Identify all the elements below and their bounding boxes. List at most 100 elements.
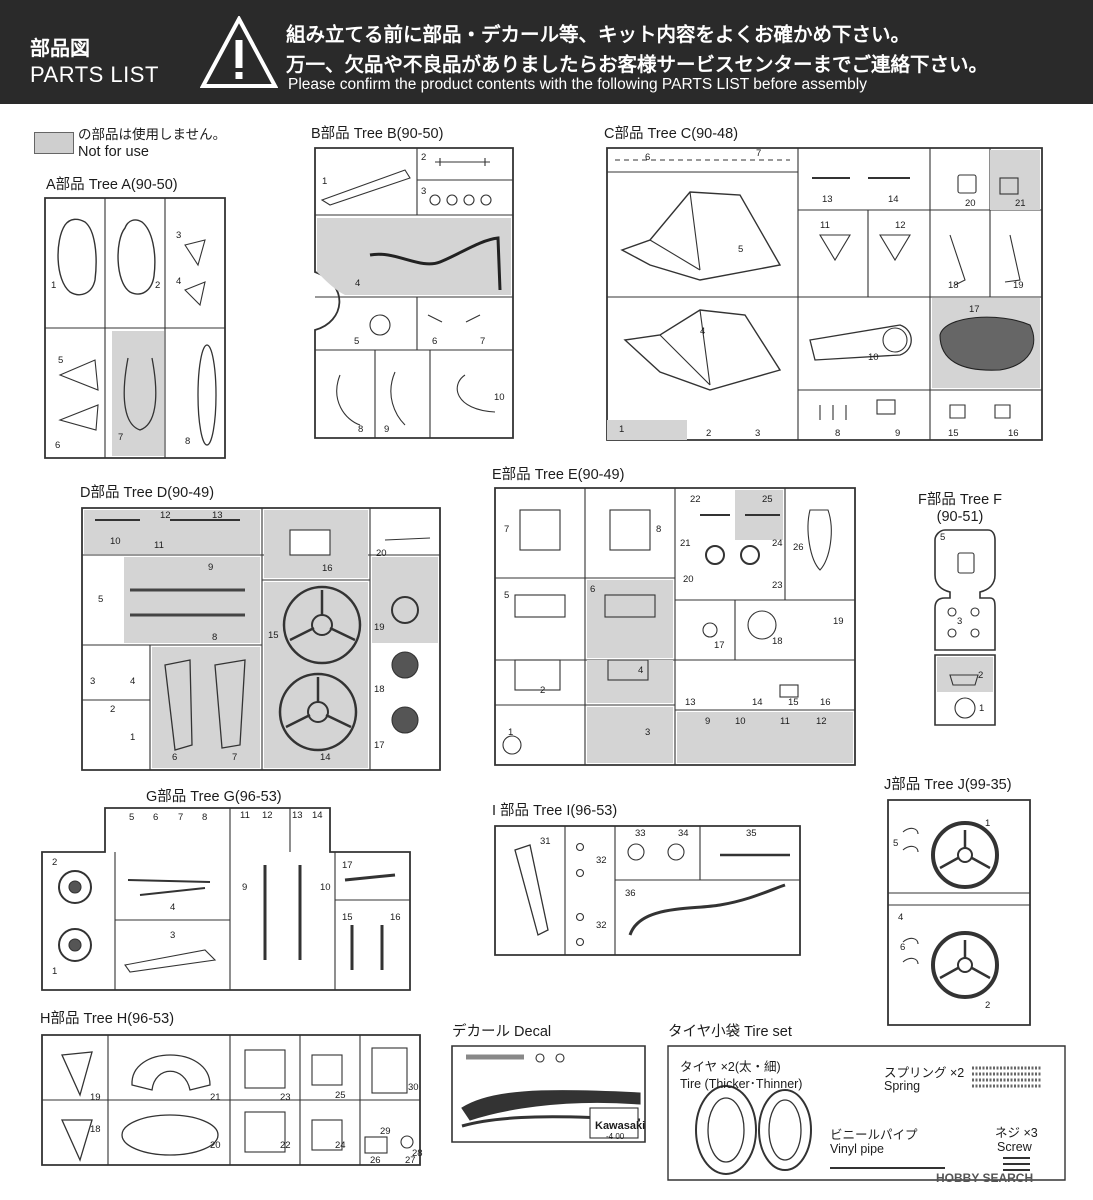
warning-triangle-icon xyxy=(200,16,278,88)
tree-d-title: D部品 Tree D(90-49) xyxy=(80,485,215,501)
part-number: 6 xyxy=(55,440,61,451)
legend-text-jp: の部品は使用しません。 xyxy=(78,127,227,143)
part-number: 5 xyxy=(893,838,899,849)
tree-f-frame xyxy=(934,529,996,726)
part-number: 16 xyxy=(1008,428,1019,439)
part-number: 35 xyxy=(746,828,757,839)
part-number: 10 xyxy=(494,392,505,403)
tire-label-jp: タイヤ ×2(太・細) xyxy=(680,1060,781,1074)
tree-i-frame xyxy=(494,825,801,956)
part-number: 4 xyxy=(176,276,182,287)
part-number: 4 xyxy=(170,902,176,913)
part-number: 5 xyxy=(738,244,744,255)
part-number: 3 xyxy=(957,616,963,627)
part-number: 21 xyxy=(680,538,691,549)
part-number: 4 xyxy=(130,676,136,687)
part-number: 2 xyxy=(421,152,427,163)
part-number: 15 xyxy=(268,630,279,641)
part-number: 14 xyxy=(312,810,323,821)
part-number: 20 xyxy=(683,574,694,585)
part-number: 31 xyxy=(540,836,551,847)
tire-label-en: Tire (Thicker･Thinner) xyxy=(680,1077,803,1091)
part-number: 9 xyxy=(895,428,901,439)
part-number: 5 xyxy=(504,590,510,601)
part-number: 8 xyxy=(358,424,364,435)
part-number: 4 xyxy=(355,278,361,289)
part-number: 17 xyxy=(714,640,725,651)
tree-g-title: G部品 Tree G(96-53) xyxy=(146,789,282,805)
tree-f-title: F部品 Tree F xyxy=(917,492,1003,508)
page-title-jp: 部品図 xyxy=(30,36,90,60)
part-number: 25 xyxy=(335,1090,346,1101)
part-number: 18 xyxy=(374,684,385,695)
part-number: 6 xyxy=(432,336,438,347)
tree-b-frame xyxy=(314,147,514,439)
part-number: 1 xyxy=(130,732,136,743)
part-number: 23 xyxy=(772,580,783,591)
part-number: 9 xyxy=(242,882,248,893)
part-number: 3 xyxy=(170,930,176,941)
part-number: 5 xyxy=(98,594,104,605)
tire-set-title: タイヤ小袋 Tire set xyxy=(668,1024,792,1040)
tire-set-bag xyxy=(667,1045,1066,1181)
tree-a-frame xyxy=(44,197,226,459)
part-number: 13 xyxy=(822,194,833,205)
tree-f-code: (90-51) xyxy=(936,509,984,525)
part-number: 34 xyxy=(678,828,689,839)
part-number: 7 xyxy=(480,336,486,347)
part-number: 10 xyxy=(868,352,879,363)
tree-j-title: J部品 Tree J(99-35) xyxy=(884,777,1012,793)
part-number: 36 xyxy=(625,888,636,899)
part-number: 24 xyxy=(335,1140,346,1151)
screw-label-en: Screw xyxy=(997,1140,1032,1154)
part-number: 20 xyxy=(376,548,387,559)
decal-brand: Kawasaki xyxy=(595,1120,646,1132)
part-number: 19 xyxy=(90,1092,101,1103)
part-number: 15 xyxy=(788,697,799,708)
part-number: 29 xyxy=(380,1126,391,1137)
part-number: 3 xyxy=(645,727,651,738)
part-number: 21 xyxy=(1015,198,1026,209)
screw-label-jp: ネジ ×3 xyxy=(995,1126,1038,1140)
part-number: 19 xyxy=(833,616,844,627)
part-number: 6 xyxy=(900,942,906,953)
part-number: 14 xyxy=(320,752,331,763)
part-number: 8 xyxy=(212,632,218,643)
part-number: 8 xyxy=(202,812,208,823)
spring-label-en: Spring xyxy=(884,1079,921,1093)
part-number: 10 xyxy=(320,882,331,893)
part-number: 7 xyxy=(232,752,238,763)
part-number: 7 xyxy=(118,432,124,443)
part-number: 19 xyxy=(1013,280,1024,291)
tree-d-frame xyxy=(81,507,441,771)
tree-h-title: H部品 Tree H(96-53) xyxy=(40,1011,175,1027)
part-number: 17 xyxy=(342,860,353,871)
part-number: 17 xyxy=(374,740,385,751)
part-number: 25 xyxy=(762,494,773,505)
tree-g-frame xyxy=(41,807,411,991)
not-for-use-swatch xyxy=(34,132,74,154)
part-number: 11 xyxy=(780,716,790,727)
tree-h-frame xyxy=(41,1034,421,1166)
notice-jp-line1: 組み立てる前に部品・デカール等、キット内容をよくお確かめ下さい。 xyxy=(286,23,911,46)
part-number: 4 xyxy=(700,326,706,337)
part-number: 15 xyxy=(948,428,959,439)
part-number: 1 xyxy=(619,424,625,435)
header-bar: 部品図 PARTS LIST 組み立てる前に部品・デカール等、キット内容をよくお… xyxy=(0,0,1093,104)
part-number: 9 xyxy=(208,562,214,573)
part-number: 8 xyxy=(656,524,662,535)
part-number: 18 xyxy=(948,280,959,291)
tree-b-title: B部品 Tree B(90-50) xyxy=(311,126,444,142)
spring-label-jp: スプリング ×2 xyxy=(884,1066,965,1080)
part-number: 26 xyxy=(793,542,804,553)
part-number: 2 xyxy=(978,670,984,681)
part-number: 3 xyxy=(755,428,761,439)
page-title-en: PARTS LIST xyxy=(30,62,159,87)
part-number: 2 xyxy=(706,428,712,439)
decal-sheet xyxy=(451,1045,646,1143)
notice-jp-line2: 万一、欠品や不良品がありましたらお客様サービスセンターまでご連絡下さい。 xyxy=(286,53,989,76)
part-number: 5 xyxy=(58,355,64,366)
part-number: 21 xyxy=(210,1092,221,1103)
part-number: 12 xyxy=(895,220,906,231)
